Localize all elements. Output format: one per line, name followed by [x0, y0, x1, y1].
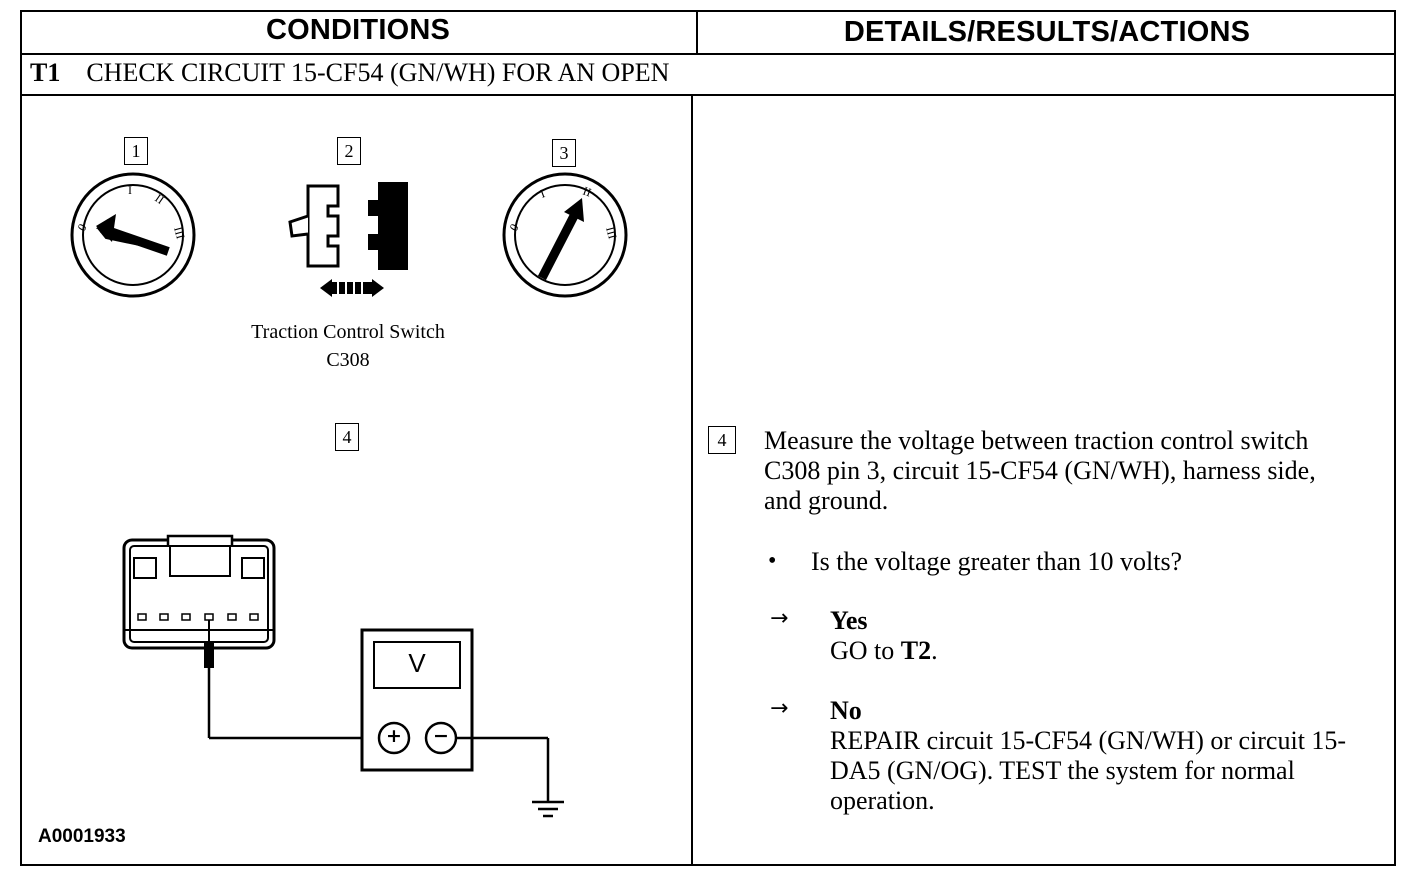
yes-arrow-icon: →: [770, 606, 789, 631]
header-column-divider: [696, 10, 698, 54]
figure-id: A0001933: [38, 826, 126, 847]
no-action: REPAIR circuit 15-CF54 (GN/WH) or circui…: [830, 726, 1347, 815]
table-frame: [20, 10, 1396, 866]
yes-action-target[interactable]: T2: [900, 636, 932, 665]
connector-label: C308: [326, 349, 370, 371]
key-pos-3: III: [171, 225, 188, 240]
details-header: DETAILS/RESULTS/ACTIONS: [843, 16, 1251, 48]
yes-label: Yes: [830, 606, 868, 635]
instruction-text: Measure the voltage between traction con…: [764, 426, 1316, 515]
step-id: T1: [30, 58, 61, 87]
ignition-switch-run-icon: 0 I II III: [502, 172, 628, 298]
voltage-measurement-diagram: [122, 534, 564, 818]
step-title-divider: [20, 94, 1396, 96]
key-pos-1: I: [538, 186, 547, 201]
meter-display-symbol: V: [408, 648, 426, 678]
body-column-divider: [691, 94, 693, 866]
no-label: No: [830, 696, 862, 725]
key-pos-1: I: [128, 183, 132, 197]
yes-action-prefix: GO to: [830, 636, 901, 665]
header-divider: [20, 53, 1396, 55]
callout-1: 1: [124, 137, 148, 165]
yes-action: GO to T2.: [830, 636, 938, 666]
switch-label: Traction Control Switch: [251, 321, 445, 343]
yes-action-suffix: .: [931, 636, 938, 665]
meter-plus-terminal: +: [386, 725, 402, 747]
ignition-switch-off-icon: 0 I II III: [70, 172, 196, 298]
key-pos-2: II: [152, 191, 167, 207]
callout-3: 3: [552, 139, 576, 167]
meter-minus-terminal: −: [433, 725, 449, 747]
conditions-header: CONDITIONS: [265, 14, 451, 46]
step-title: T1 CHECK CIRCUIT 15-CF54 (GN/WH) FOR AN O…: [30, 58, 669, 88]
question-text: Is the voltage greater than 10 volts?: [811, 547, 1183, 576]
key-pos-0: 0: [506, 221, 521, 233]
step-title-text: CHECK CIRCUIT 15-CF54 (GN/WH) FOR AN OPE…: [86, 58, 670, 87]
details-callout-4: 4: [708, 426, 736, 454]
traction-control-switch-connector-icon: [288, 182, 408, 297]
question-bullet: •: [768, 548, 777, 574]
callout-2: 2: [337, 137, 361, 165]
key-pos-3: III: [603, 225, 620, 240]
no-arrow-icon: →: [770, 696, 789, 721]
callout-4: 4: [335, 423, 359, 451]
key-pos-0: 0: [74, 221, 89, 233]
